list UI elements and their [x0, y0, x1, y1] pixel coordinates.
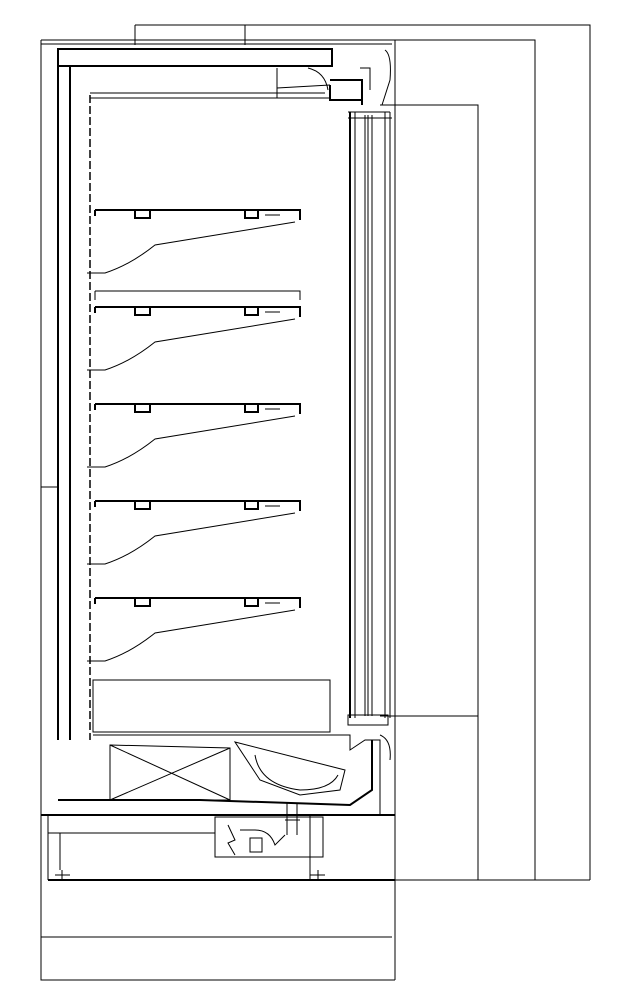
shelf-bracket [87, 505, 296, 565]
shelf [94, 306, 301, 317]
shelf-bracket [87, 408, 296, 468]
shelves [87, 209, 301, 662]
cabinet-outline [40, 39, 396, 980]
shelf-bracket [87, 311, 296, 371]
plinth [40, 815, 395, 981]
dimension-lines [41, 24, 591, 881]
shelf-rail [94, 290, 301, 300]
canopy-light-assembly [329, 49, 392, 119]
base-frame [41, 803, 395, 881]
shelf [94, 597, 301, 608]
shelf-bracket [87, 214, 296, 274]
shelf [94, 500, 301, 511]
shelf [94, 209, 301, 220]
shelf [94, 403, 301, 414]
glass-door [347, 112, 391, 726]
shelf-bracket [87, 602, 296, 662]
bottom-deck [58, 679, 391, 815]
